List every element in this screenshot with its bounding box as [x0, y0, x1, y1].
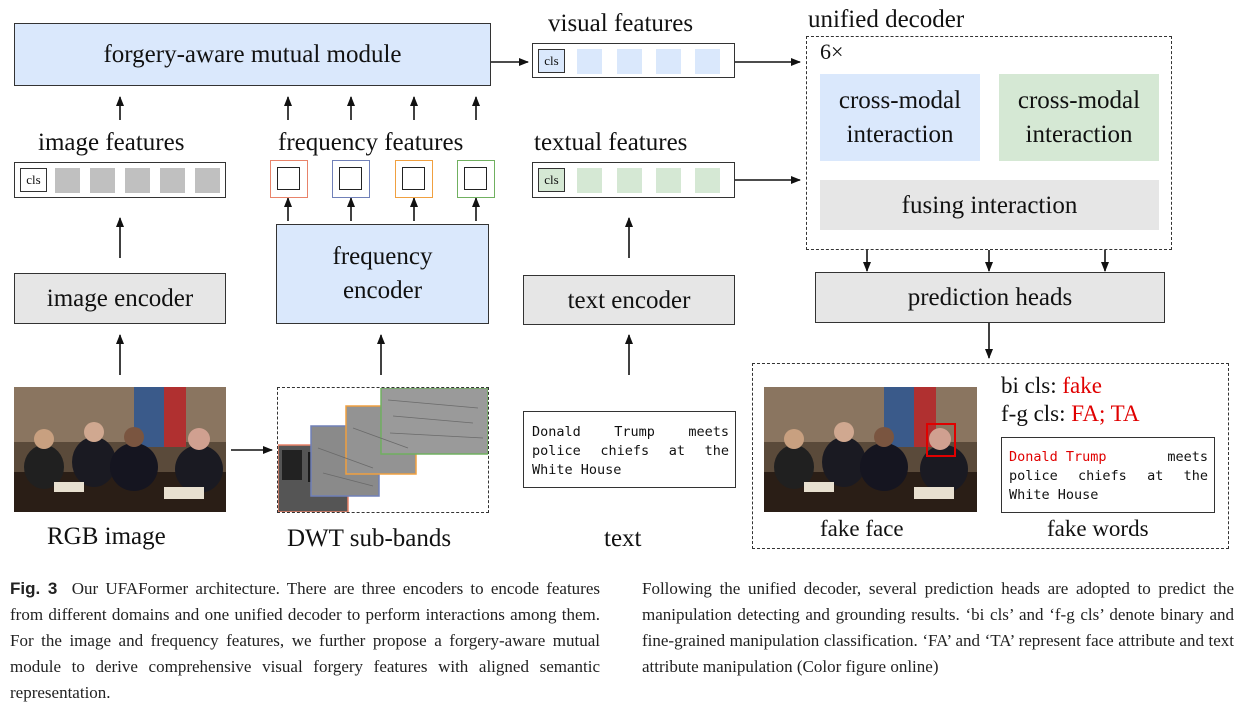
cross-modal-interaction-2: cross-modal interaction [999, 74, 1159, 161]
text-token [617, 168, 642, 193]
cls-token: cls [538, 168, 565, 192]
caption-right: Following the unified decoder, several p… [642, 579, 1234, 676]
output-box [752, 363, 1229, 549]
visual-token [695, 49, 720, 74]
figure-number: Fig. 3 [10, 579, 58, 598]
cls-token: cls [538, 49, 565, 73]
text-token [656, 168, 681, 193]
fusing-interaction: fusing interaction [820, 180, 1159, 230]
image-features-label: image features [38, 129, 185, 156]
dwt-subbands-images [278, 388, 488, 512]
textual-features-label: textual features [534, 129, 688, 156]
image-encoder: image encoder [14, 273, 226, 324]
fake-face-photo [764, 387, 977, 512]
unified-decoder-label: unified decoder [808, 6, 965, 33]
fake-face-label: fake face [820, 516, 904, 541]
output-text-box: Donald Trump meets police chiefs at the … [1001, 437, 1215, 513]
frequency-encoder: frequency encoder [276, 224, 489, 324]
dwt-label: DWT sub-bands [287, 525, 452, 552]
binary-result: fake [1062, 373, 1102, 398]
text-encoder: text encoder [523, 275, 735, 325]
rgb-image-label: RGB image [47, 523, 166, 550]
visual-features-tokens: cls [532, 43, 735, 78]
visual-token [617, 49, 642, 74]
visual-token [577, 49, 602, 74]
textual-features-tokens: cls [532, 162, 735, 198]
cross-modal-interaction-1: cross-modal interaction [820, 74, 980, 161]
prediction-heads: prediction heads [815, 272, 1165, 323]
image-token [160, 168, 185, 193]
image-token [195, 168, 220, 193]
image-features-tokens: cls [14, 162, 226, 198]
cls-token: cls [20, 168, 47, 192]
image-token [55, 168, 80, 193]
image-token [90, 168, 115, 193]
caption-left: Fig. 3 Our UFAFormer architecture. There… [10, 579, 600, 702]
fake-words-highlight: Donald Trump [1009, 449, 1107, 465]
forgery-aware-mutual-module: forgery-aware mutual module [14, 23, 491, 86]
text-token [695, 168, 720, 193]
visual-token [656, 49, 681, 74]
frequency-token-2 [332, 160, 370, 198]
repeat-count: 6× [820, 39, 844, 64]
fine-grained-result: FA; TA [1071, 401, 1140, 426]
text-token [577, 168, 602, 193]
image-token [125, 168, 150, 193]
text-label: text [604, 525, 642, 552]
frequency-token-4 [457, 160, 495, 198]
binary-classification: bi cls: fake [1001, 373, 1102, 398]
fake-words-label: fake words [1047, 516, 1149, 541]
rgb-image-photo [14, 387, 226, 512]
input-text-box: Donald Trump meets police chiefs at the … [523, 411, 736, 488]
unified-decoder-box [806, 36, 1172, 250]
visual-features-label: visual features [548, 10, 694, 37]
fine-grained-classification: f-g cls: FA; TA [1001, 401, 1140, 426]
frequency-token-3 [395, 160, 433, 198]
frequency-token-1 [270, 160, 308, 198]
frequency-features-label: frequency features [278, 129, 464, 156]
